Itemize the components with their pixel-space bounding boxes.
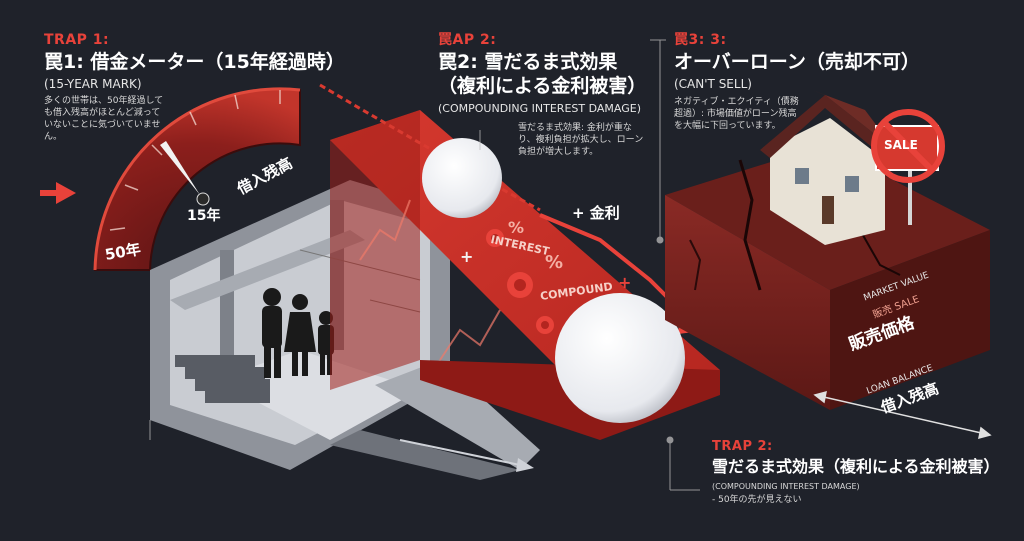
balance-arrows-icon <box>813 390 992 440</box>
trap2-subtitle: (COMPOUNDING INTEREST DAMAGE) <box>438 102 641 115</box>
trap1-subtitle: (15-YEAR MARK) <box>44 77 142 91</box>
trap1-title: 罠1: 借金メーター（15年経過時） <box>44 51 345 73</box>
svg-text:+: + <box>460 247 473 266</box>
small-snowball <box>422 138 502 218</box>
svg-text:%: % <box>508 218 524 237</box>
stairs <box>175 355 270 403</box>
trap3-tag: 罠3: 3: <box>674 32 727 48</box>
svg-text:%: % <box>545 252 563 273</box>
sale-sign-label: SALE <box>884 138 918 152</box>
gauge-label-15: 15年 <box>187 208 221 224</box>
trap2-tag: 罠AP 2: <box>438 32 497 48</box>
bottom-note: - 50年の先が見えない <box>712 495 802 505</box>
trap2-description: 雪だるま式効果: 金利が重なり、複利負担が拡大し、ローン負担が増大します。 <box>518 123 644 158</box>
plus-icon: + + <box>460 247 631 292</box>
mini-bar-chart-icon <box>359 199 501 361</box>
no-sale-sign-icon <box>871 109 945 225</box>
left-arrow-icon <box>40 182 76 204</box>
plus-interest-label: + 金利 <box>572 204 620 222</box>
trap3-title: オーバーローン（売却不可） <box>674 51 920 73</box>
trap2-title-line2: （複利による金利被害） <box>438 75 647 97</box>
bottom-title: 雪だるま式効果（複利による金利被害） <box>712 457 1000 476</box>
debt-gauge <box>93 87 301 271</box>
bottom-subtitle: (COMPOUNDING INTEREST DAMAGE) <box>712 482 860 491</box>
trap1-description: 多くの世帯は、50年経過しても借入残高がほとんど減っていないことに気づいていませ… <box>44 96 164 143</box>
percent-icon: % % <box>508 218 563 273</box>
bottom-arrow-icon <box>399 439 534 472</box>
trap3-description: ネガティブ・エクイティ（債務超過）: 市場価値がローン残高を大幅に下回っています… <box>674 97 799 132</box>
gear-icon <box>486 229 554 334</box>
large-snowball <box>555 293 685 423</box>
gauge-needle <box>160 141 200 195</box>
trap1-tag: TRAP 1: <box>44 32 110 48</box>
svg-text:+: + <box>618 273 631 292</box>
trap2-title-line1: 罠2: 雪だるま式効果 <box>438 51 618 73</box>
bottom-tag: TRAP 2: <box>712 439 773 454</box>
trap3-subtitle: (CAN'T SELL) <box>674 77 752 91</box>
